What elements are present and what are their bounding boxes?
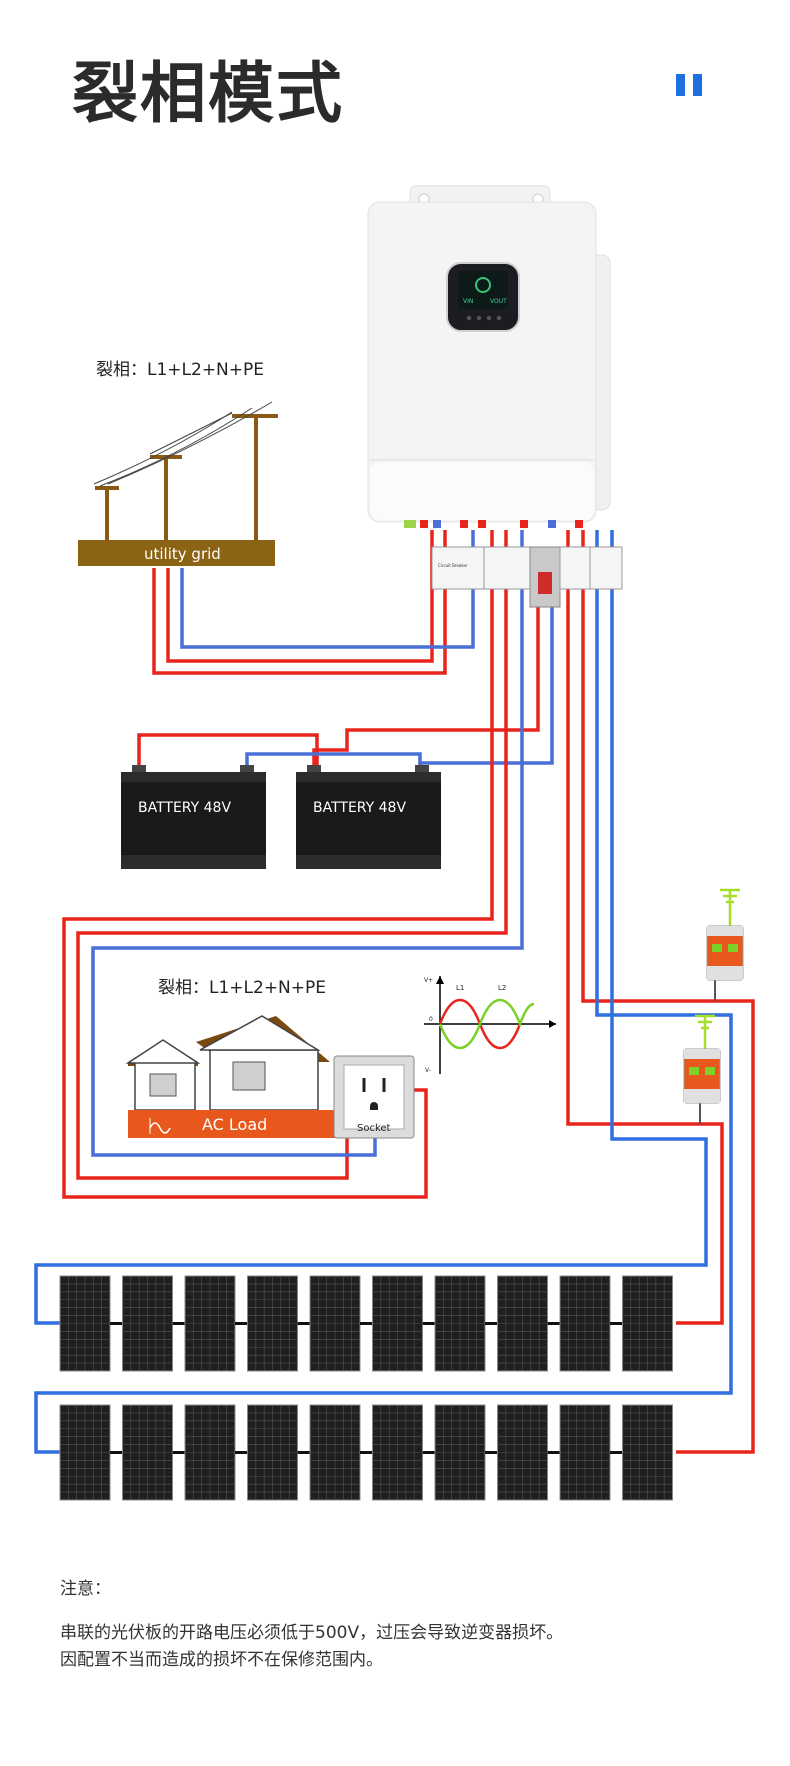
- ground-icon: [720, 888, 740, 926]
- ground-icon: [695, 1014, 715, 1049]
- battery-2-label: BATTERY 48V: [313, 800, 406, 816]
- solar-panel: [622, 1275, 673, 1372]
- solar-panel: [372, 1404, 423, 1501]
- solar-panel: [184, 1275, 236, 1372]
- battery-1: BATTERY 48V: [121, 765, 266, 869]
- solar-panel: [497, 1275, 548, 1372]
- solar-panel: [122, 1275, 173, 1372]
- battery-wires: [137, 585, 554, 770]
- pv-string-1: [59, 1275, 673, 1372]
- solar-panel: [434, 1275, 486, 1372]
- solar-panel: [247, 1275, 298, 1372]
- pv-string-2: [59, 1404, 673, 1501]
- load-phase-label: 裂相：L1+L2+N+PE: [158, 978, 326, 998]
- battery-2: BATTERY 48V: [296, 765, 441, 869]
- solar-panel: [559, 1404, 611, 1501]
- waveform: L1 L2 V+ 0 V-: [424, 976, 556, 1074]
- svg-text:VIN: VIN: [463, 298, 473, 305]
- notes-title: 注意：: [60, 1579, 111, 1599]
- svg-text:VOUT: VOUT: [490, 298, 507, 305]
- socket: Socket: [333, 1055, 415, 1139]
- solar-panel: [122, 1404, 173, 1501]
- breaker-label: Circuit Breaker: [438, 563, 468, 568]
- solar-panel: [59, 1404, 111, 1501]
- wave-l1: L1: [456, 984, 464, 992]
- solar-panel: [622, 1404, 673, 1501]
- surge-protector-1: [706, 888, 744, 981]
- utility-grid: 裂相：L1+L2+N+PE utility grid: [78, 360, 278, 566]
- solar-panel: [497, 1404, 548, 1501]
- wave-zero: 0: [429, 1016, 433, 1023]
- wave-l2: L2: [498, 984, 506, 992]
- solar-panel: [184, 1404, 236, 1501]
- battery-1-label: BATTERY 48V: [138, 800, 231, 816]
- inverter: VIN VOUT: [367, 185, 611, 528]
- pv-wires: [34, 530, 755, 1454]
- wave-vplus: V+: [424, 977, 433, 984]
- notes-line-2: 因配置不当而造成的损坏不在保修范围内。: [60, 1650, 383, 1670]
- socket-label: Socket: [357, 1123, 391, 1134]
- solar-panel: [372, 1275, 423, 1372]
- solar-panel: [59, 1275, 111, 1372]
- breaker-block: Circuit Breaker: [431, 546, 623, 608]
- load-wires: [62, 530, 524, 1199]
- page-title: 裂相模式: [72, 55, 344, 132]
- pause-icon[interactable]: [676, 74, 702, 96]
- surge-protector-2: [683, 1014, 721, 1104]
- solar-panel: [309, 1404, 361, 1501]
- solar-panel: [559, 1275, 611, 1372]
- ac-load: 裂相：L1+L2+N+PE AC Load: [125, 978, 338, 1138]
- wave-vminus: V-: [425, 1067, 431, 1074]
- grid-phase-label: 裂相：L1+L2+N+PE: [96, 360, 264, 380]
- solar-panel: [309, 1275, 361, 1372]
- solar-panel: [247, 1404, 298, 1501]
- grid-name: utility grid: [144, 545, 221, 563]
- load-name: AC Load: [202, 1115, 267, 1134]
- solar-panel: [434, 1404, 486, 1501]
- notes-line-1: 串联的光伏板的开路电压必须低于500V，过压会导致逆变器损坏。: [60, 1623, 564, 1643]
